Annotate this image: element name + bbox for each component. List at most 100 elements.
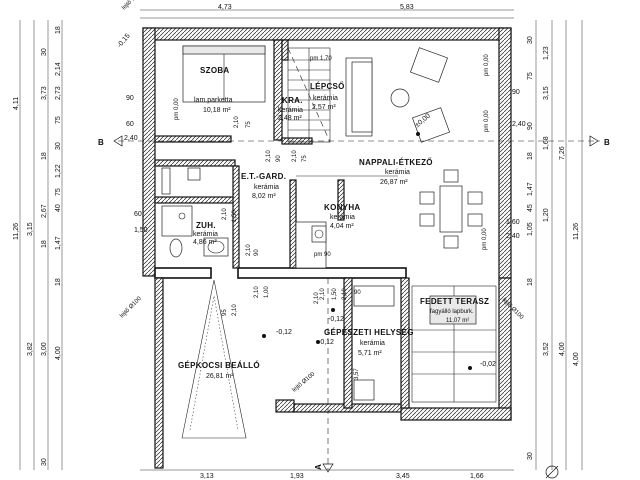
room-lepcso-name: LÉPCSŐ <box>310 82 345 91</box>
dim-left-inner-2: 3,73 <box>41 86 48 100</box>
furniture <box>161 45 497 439</box>
staircase <box>287 47 331 143</box>
level-corner: -0,15 <box>116 32 132 49</box>
section-lines <box>113 135 600 473</box>
note-pm-1: pm 0,00 <box>174 98 180 120</box>
room-kra-name: KRA. <box>282 96 303 105</box>
dim-int-15: 2,10 <box>320 288 326 300</box>
dim-right-col2-1: 30 <box>527 36 534 44</box>
room-szoba: SZOBA lam.parketta 10,18 m² <box>194 66 233 114</box>
room-szoba-name: SZOBA <box>200 66 230 75</box>
dim-int-3: 2,10 <box>266 150 272 162</box>
room-lepcso-floor: kerámia <box>313 95 338 102</box>
dim-left-col3-5: 1,22 <box>55 164 62 178</box>
dim-right-inner-4: 1,68 <box>543 136 550 150</box>
room-gepkocsi-area: 26,81 m² <box>206 373 234 380</box>
exterior-walls <box>142 27 512 469</box>
dim-int-7: 2,10 <box>222 208 228 220</box>
dim-left-col3-2: 2,14 <box>55 62 62 76</box>
dim-left-window-2: 60 <box>126 121 134 128</box>
section-mark-a-bottom: A <box>314 464 323 470</box>
level-ground2: -0,12 <box>328 316 344 323</box>
dim-right-col2-5: 45 <box>527 204 534 212</box>
dim-left-inner-7: 3,00 <box>41 342 48 356</box>
room-terasz-name: FEDETT TERASZ <box>420 297 489 306</box>
room-gepeszeti-name: GÉPÉSZETI HELYSÉG <box>324 328 414 337</box>
section-mark-b-left: B <box>98 138 104 147</box>
dim-left-col3-6: 75 <box>55 188 62 196</box>
room-gard-name: E.T.-GARD. <box>241 172 286 181</box>
dim-left-inner-6: 18 <box>41 240 48 248</box>
dim-left-window-4: 60 <box>134 211 142 218</box>
dim-left-outer-1: 4,11 <box>13 97 20 110</box>
note-pm-2: pm 0,00 <box>484 54 490 76</box>
room-kra-floor: kerámia <box>278 107 303 114</box>
room-gard-floor: kerámia <box>254 184 279 191</box>
dim-right-col2-4: 1,47 <box>527 182 534 196</box>
dim-int-14: 90 <box>354 290 361 296</box>
dim-top-1: 4,73 <box>218 4 232 11</box>
room-terasz-floor: fagyálló lapburk. <box>430 309 474 315</box>
dim-left-inner-4: 18 <box>41 152 48 160</box>
dim-left-col3-1: 18 <box>55 26 62 34</box>
level-markers <box>262 132 472 370</box>
dim-left-window-1: 90 <box>126 95 134 102</box>
dim-left-outer-4: 3,82 <box>27 342 34 356</box>
room-zuh: ZUH. kerámia 4,86 m² <box>193 221 218 246</box>
level-ground3: -0,12 <box>318 339 334 346</box>
level-ground4: -0,02 <box>480 361 496 368</box>
dim-left-outer-2: 3,15 <box>27 222 34 236</box>
dim-right-window-2: 2,40 <box>512 121 526 128</box>
dim-int-17: 2,10 <box>232 304 238 316</box>
dim-int-13: 2,10 <box>342 288 348 300</box>
dim-right-inner-1: 1,23 <box>543 46 550 60</box>
dim-left-window-5: 1,50 <box>134 227 148 234</box>
dim-right-inner-6: 3,52 <box>543 342 550 356</box>
dim-int-20: 3,57 <box>354 368 360 380</box>
room-konyha-name: KONYHA <box>324 203 360 212</box>
room-konyha-floor: kerámia <box>330 214 355 221</box>
dim-int-10: 90 <box>254 249 260 256</box>
note-lejto-4: lejtő Ø100 <box>121 0 145 11</box>
dim-left-inner-5: 2,67 <box>41 204 48 218</box>
dim-left-col3-3: 75 <box>55 116 62 124</box>
dim-bottom-4: 1,66 <box>470 473 484 480</box>
dim-right-inner-7: 4,00 <box>573 352 580 366</box>
room-gard-area: 8,02 m² <box>252 193 276 200</box>
dim-int-6: 75 <box>302 155 308 162</box>
dim-int-9: 2,10 <box>246 244 252 256</box>
dim-right-outer-1: 11,26 <box>573 223 580 240</box>
dim-left-col3-4: 30 <box>55 142 62 150</box>
room-szoba-floor: lam.parketta <box>194 97 233 104</box>
dim-right-outer-3: 7,26 <box>559 146 566 160</box>
note-pm-5: pm 90 <box>314 252 331 258</box>
room-zuh-area: 4,86 m² <box>193 239 217 246</box>
room-gepeszeti-floor: kerámia <box>360 340 385 347</box>
dim-right-col2-7: 18 <box>527 278 534 286</box>
section-mark-b-right: B <box>604 138 610 147</box>
dim-int-12: 1,00 <box>264 286 270 298</box>
dim-int-4: 90 <box>276 155 282 162</box>
room-gepeszeti: GÉPÉSZETI HELYSÉG kerámia 5,71 m² <box>324 328 414 357</box>
dim-right-col2-6: 1,05 <box>527 222 534 236</box>
room-nappali-floor: kerámia <box>385 169 410 176</box>
dim-bottom-1: 3,13 <box>200 473 214 480</box>
dim-right-col2-3: 18 <box>527 152 534 160</box>
note-pm-4: pm 0,00 <box>482 228 488 250</box>
dim-left-window-3: 2,40 <box>124 135 138 142</box>
dim-int-19: 2,10 <box>314 292 320 304</box>
dimension-lines <box>19 9 583 471</box>
dim-int-2: 75 <box>246 121 252 128</box>
dim-right-inner-3: 90 <box>527 122 534 130</box>
note-lejto-2: lejtő Ø100 <box>291 371 316 394</box>
room-gepkocsi: GÉPKOCSI BEÁLLÓ 26,81 m² <box>178 361 260 380</box>
note-pm-3: pm 0,00 <box>484 110 490 132</box>
dim-right-inner-5: 1,20 <box>543 208 550 222</box>
room-nappali: NAPPALI-ÉTKEZŐ kerámia 26,87 m² <box>359 158 433 186</box>
room-gepeszeti-area: 5,71 m² <box>358 350 382 357</box>
dim-right-window-3: 1,60 <box>506 219 520 226</box>
room-nappali-name: NAPPALI-ÉTKEZŐ <box>359 158 433 167</box>
note-lejto-1: lejtő Ø100 <box>119 295 143 319</box>
dim-left-inner-3: 2,73 <box>55 86 62 100</box>
